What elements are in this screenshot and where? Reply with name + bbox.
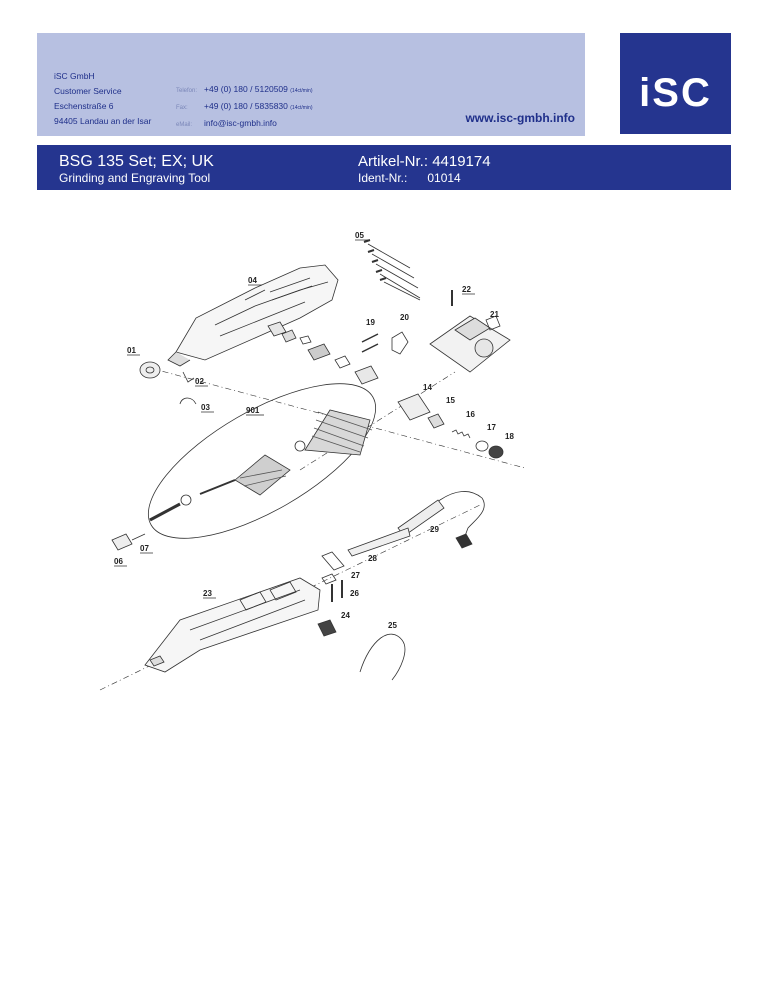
screw-19	[361, 333, 379, 353]
part-label-29: 29	[430, 525, 439, 534]
phone-number: +49 (0) 180 / 5120509	[204, 84, 288, 94]
product-description: Grinding and Engraving Tool	[59, 171, 211, 185]
brush-holder-15	[427, 413, 445, 429]
part-label-18: 18	[505, 432, 514, 441]
product-band: BSG 135 Set; EX; UK Grinding and Engravi…	[37, 145, 731, 190]
company-name: iSC GmbH	[54, 71, 95, 81]
article-number: Artikel-Nr.: 4419174	[358, 153, 491, 170]
ident-value: 01014	[427, 171, 461, 185]
part-label-02: 02	[195, 377, 204, 386]
part-label-07: 07	[140, 544, 149, 553]
part-label-14: 14	[423, 383, 432, 392]
article-label: Artikel-Nr.:	[358, 153, 429, 170]
phone-rate: (14ct/min)	[290, 88, 313, 94]
part-label-26: 26	[350, 589, 359, 598]
part-label-01: 01	[127, 346, 136, 355]
part-label-15: 15	[446, 396, 455, 405]
clip-03	[179, 397, 197, 405]
cable-clamp-28	[321, 551, 345, 571]
spindle-07	[131, 533, 146, 541]
pin-02	[182, 371, 195, 383]
isc-logo: iSC	[620, 33, 731, 134]
collet-06	[111, 533, 133, 551]
part-label-24: 24	[341, 611, 350, 620]
email-address[interactable]: info@isc-gmbh.info	[204, 118, 277, 128]
part-label-28: 28	[368, 554, 377, 563]
switch-24	[317, 619, 337, 637]
part-label-16: 16	[466, 410, 475, 419]
ident-label: Ident-Nr.:	[358, 171, 408, 185]
part-label-03: 03	[201, 403, 210, 412]
hanger-25	[359, 633, 406, 681]
company-address: iSC GmbH Customer Service Eschenstraße 6…	[54, 69, 151, 129]
screws-26	[331, 580, 343, 602]
company-street: Eschenstraße 6	[54, 101, 114, 111]
part-label-27: 27	[351, 571, 360, 580]
part-label-22: 22	[462, 285, 471, 294]
power-cable-29	[397, 491, 485, 549]
spring-16	[451, 429, 471, 439]
lower-housing-23	[144, 577, 321, 673]
fax-label: Fax:	[176, 105, 188, 111]
company-header: iSC GmbH Customer Service Eschenstraße 6…	[37, 33, 585, 136]
part-label-04: 04	[248, 276, 257, 285]
cap-18	[488, 445, 504, 459]
logo-text: iSC	[639, 71, 712, 115]
ident-number: Ident-Nr.: 01014	[358, 171, 461, 185]
part-label-21: 21	[490, 310, 499, 319]
contact-block: Telefon: +49 (0) 180 / 5120509 (14ct/min)…	[176, 82, 313, 133]
part-label-23: 23	[203, 589, 212, 598]
part-label-25: 25	[388, 621, 397, 630]
website-link[interactable]: www.isc-gmbh.info	[465, 111, 575, 125]
washer-17	[475, 440, 489, 452]
fax-number: +49 (0) 180 / 5835830	[204, 101, 288, 111]
company-department: Customer Service	[54, 86, 122, 96]
part-label-19: 19	[366, 318, 375, 327]
upper-housing-04	[167, 264, 339, 367]
collet-nut-01	[139, 361, 161, 379]
part-label-20: 20	[400, 313, 409, 322]
part-label-05: 05	[355, 231, 364, 240]
phone-label: Telefon:	[176, 88, 198, 94]
fax-rate: (14ct/min)	[290, 105, 313, 111]
part-label-17: 17	[487, 423, 496, 432]
email-label: eMail:	[176, 122, 193, 128]
armature-assembly-901	[147, 383, 377, 539]
company-city: 94405 Landau an der Isar	[54, 116, 152, 126]
clip-20	[391, 331, 409, 355]
clamp-27	[321, 573, 337, 585]
circuit-board-21	[429, 315, 511, 373]
part-label-901: 901	[246, 406, 260, 415]
article-value: 4419174	[432, 153, 491, 170]
screw-set-05	[363, 239, 421, 301]
bearing-holder-14	[397, 393, 431, 421]
product-model: BSG 135 Set; EX; UK	[59, 153, 214, 170]
part-label-06: 06	[114, 557, 123, 566]
